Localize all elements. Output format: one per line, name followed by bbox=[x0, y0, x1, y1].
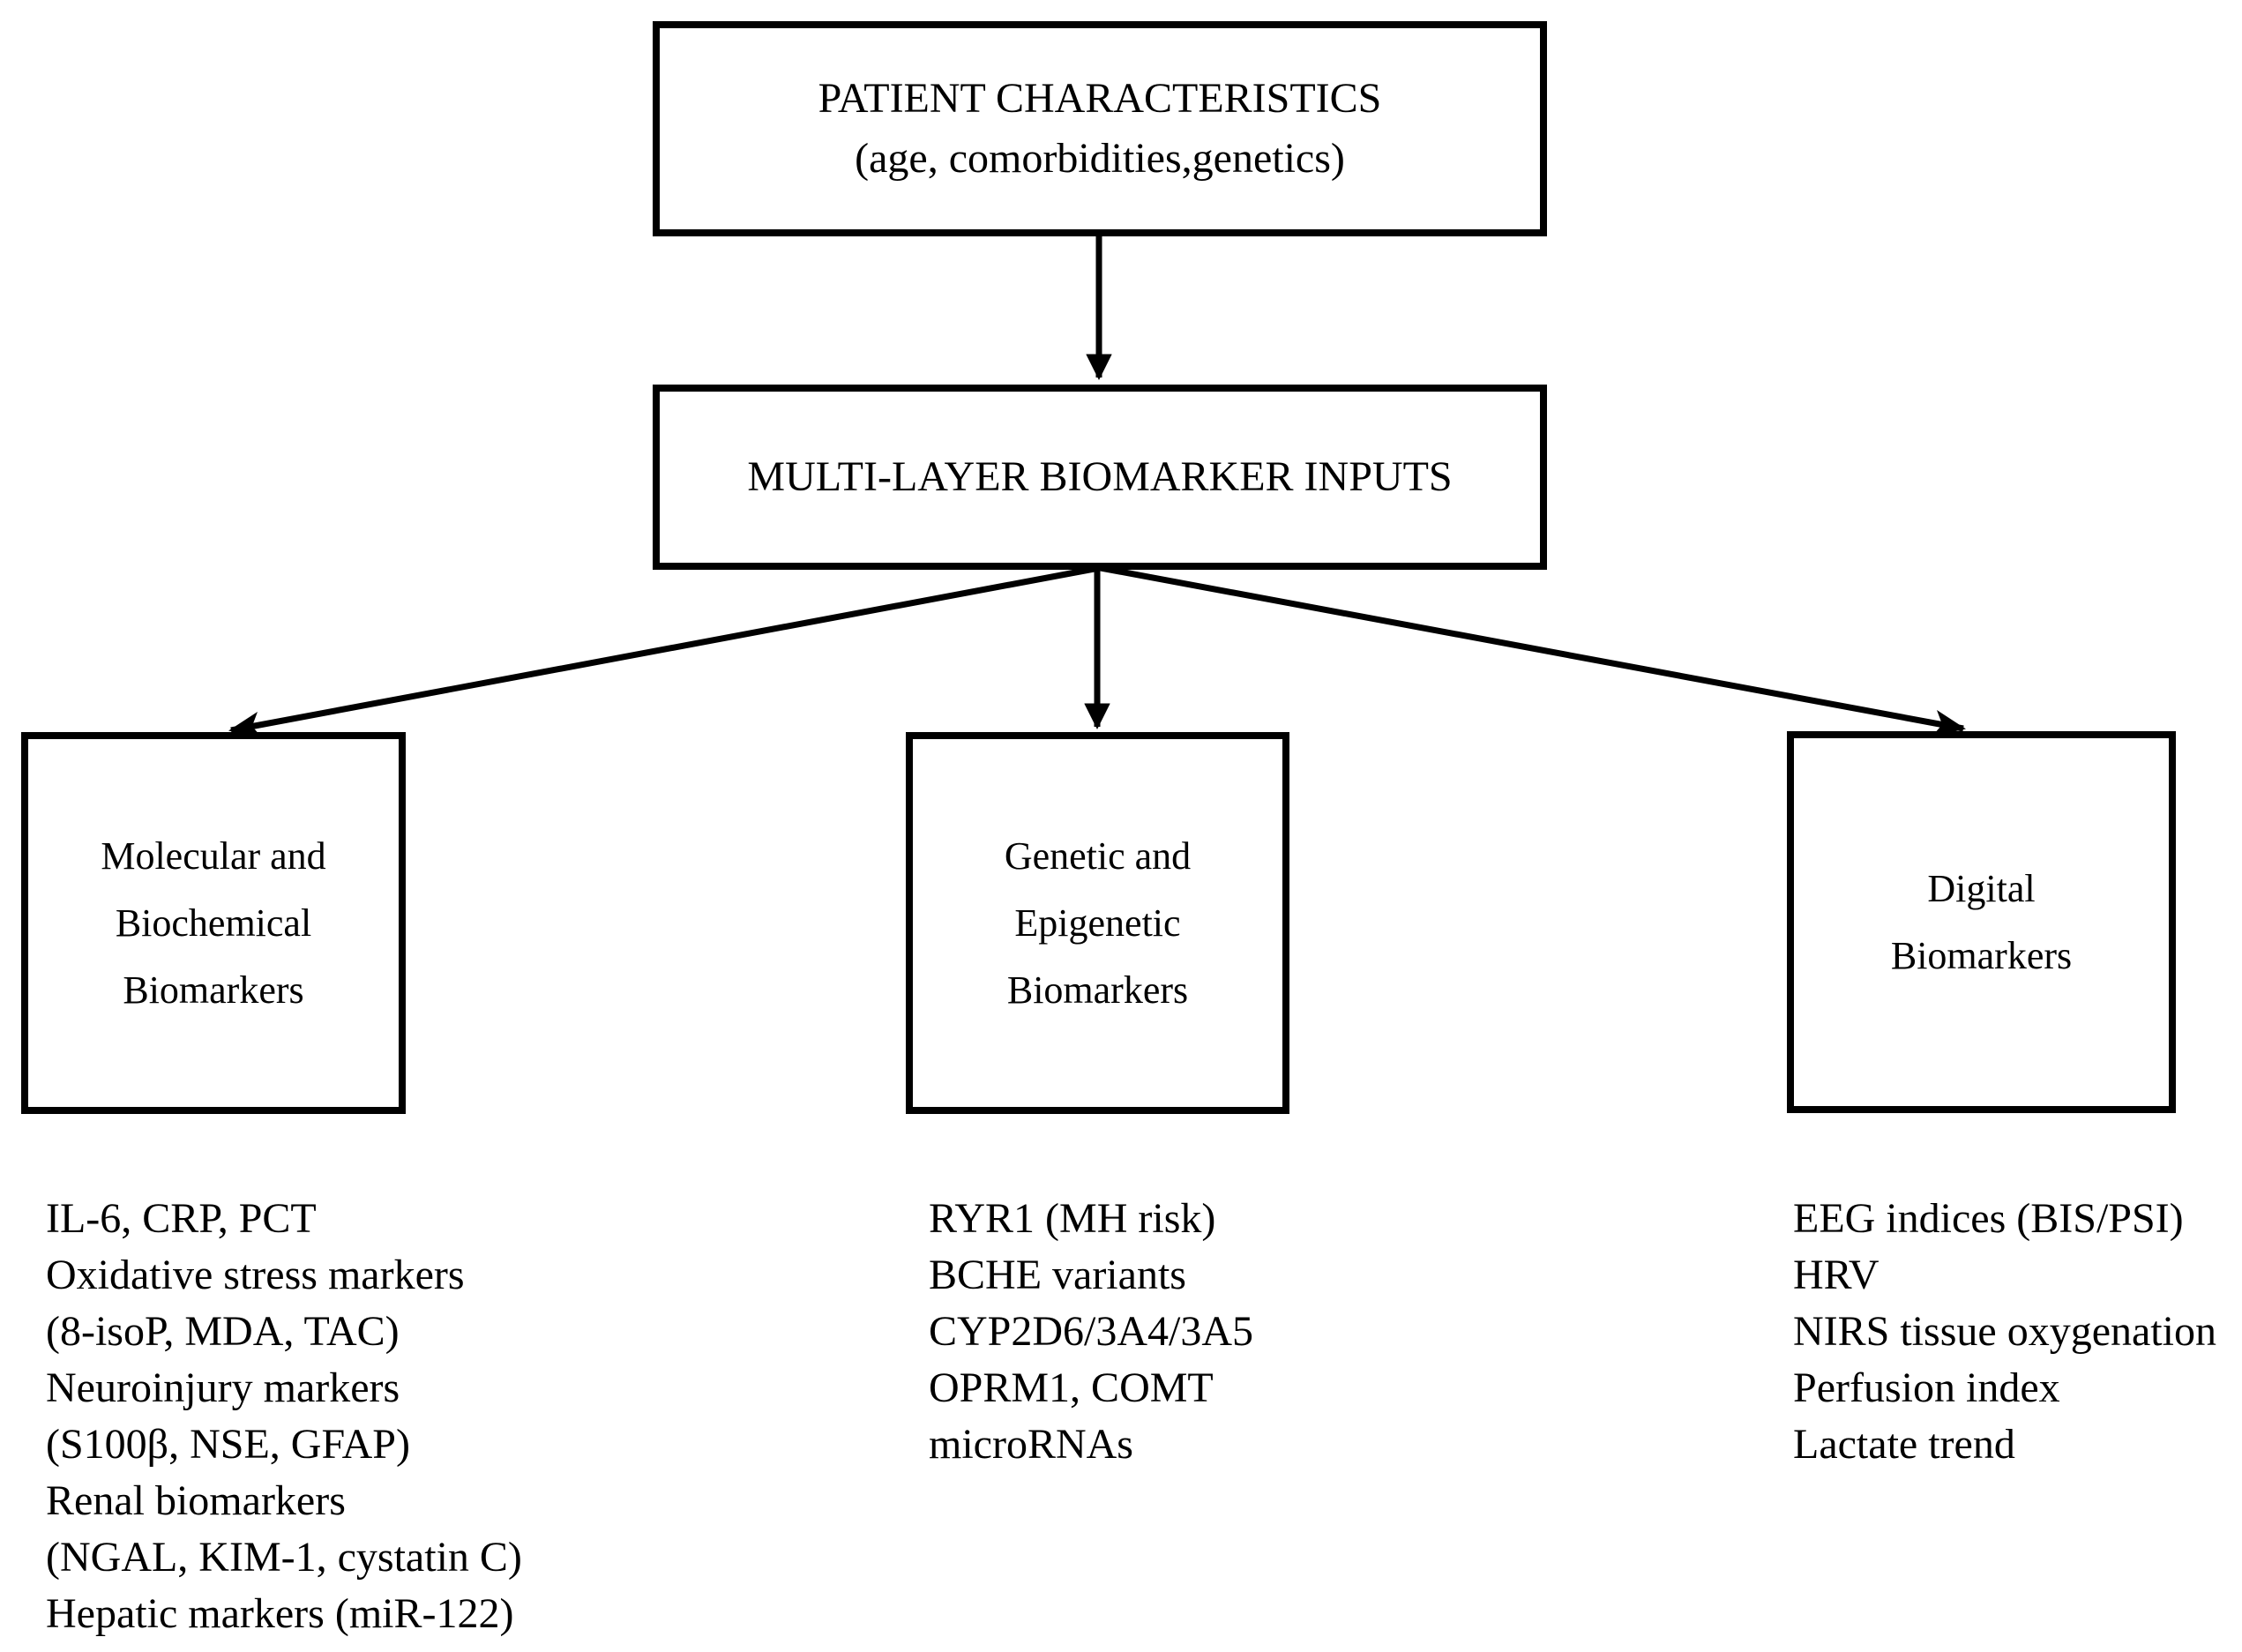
patient-characteristics-title: PATIENT CHARACTERISTICS bbox=[818, 75, 1382, 122]
list-item: RYR1 (MH risk) bbox=[929, 1195, 1216, 1242]
molecular-biomarkers-list: IL-6, CRP, PCT Oxidative stress markers … bbox=[46, 1191, 522, 1642]
list-item: (NGAL, KIM-1, cystatin C) bbox=[46, 1534, 522, 1581]
list-item: IL-6, CRP, PCT bbox=[46, 1195, 317, 1242]
node-patient-characteristics: PATIENT CHARACTERISTICS (age, comorbidit… bbox=[653, 21, 1547, 236]
list-item: Lactate trend bbox=[1793, 1421, 2015, 1468]
arrow-inputs-to-molecular bbox=[228, 564, 1100, 738]
digital-biomarkers-list: EEG indices (BIS/PSI) HRV NIRS tissue ox… bbox=[1793, 1191, 2216, 1473]
digital-biomarkers-title: Digital Biomarkers bbox=[1890, 866, 2073, 977]
list-item: Perfusion index bbox=[1793, 1364, 2060, 1411]
list-item: (S100β, NSE, GFAP) bbox=[46, 1421, 410, 1468]
list-item: BCHE variants bbox=[929, 1252, 1186, 1298]
list-item: Renal biomarkers bbox=[46, 1477, 346, 1524]
genetic-epigenetic-biomarkers-title: Genetic and Epigenetic Biomarkers bbox=[1004, 833, 1192, 1012]
list-item: Hepatic markers (miR-122) bbox=[46, 1590, 514, 1637]
list-item: OPRM1, COMT bbox=[929, 1364, 1214, 1411]
node-genetic-epigenetic-biomarkers: Genetic and Epigenetic Biomarkers bbox=[906, 732, 1289, 1114]
genetic-biomarkers-list: RYR1 (MH risk) BCHE variants CYP2D6/3A4/… bbox=[929, 1191, 1253, 1473]
molecular-biochemical-biomarkers-title: Molecular and Biochemical Biomarkers bbox=[101, 833, 326, 1012]
node-multi-layer-biomarker-inputs: MULTI-LAYER BIOMARKER INPUTS bbox=[653, 385, 1547, 570]
arrow-inputs-to-digital bbox=[1100, 564, 1966, 736]
patient-characteristics-subtitle: (age, comorbidities,genetics) bbox=[855, 135, 1345, 182]
list-item: NIRS tissue oxygenation bbox=[1793, 1308, 2216, 1355]
node-digital-biomarkers: Digital Biomarkers bbox=[1787, 731, 2176, 1113]
node-molecular-biochemical-biomarkers: Molecular and Biochemical Biomarkers bbox=[21, 732, 406, 1114]
list-item: CYP2D6/3A4/3A5 bbox=[929, 1308, 1254, 1355]
list-item: Oxidative stress markers bbox=[46, 1252, 465, 1298]
list-item: microRNAs bbox=[929, 1421, 1133, 1468]
list-item: Neuroinjury markers bbox=[46, 1364, 400, 1411]
list-item: (8-isoP, MDA, TAC) bbox=[46, 1308, 400, 1355]
list-item: EEG indices (BIS/PSI) bbox=[1793, 1195, 2184, 1242]
multi-layer-biomarker-inputs-title: MULTI-LAYER BIOMARKER INPUTS bbox=[747, 453, 1453, 500]
list-item: HRV bbox=[1793, 1252, 1880, 1298]
